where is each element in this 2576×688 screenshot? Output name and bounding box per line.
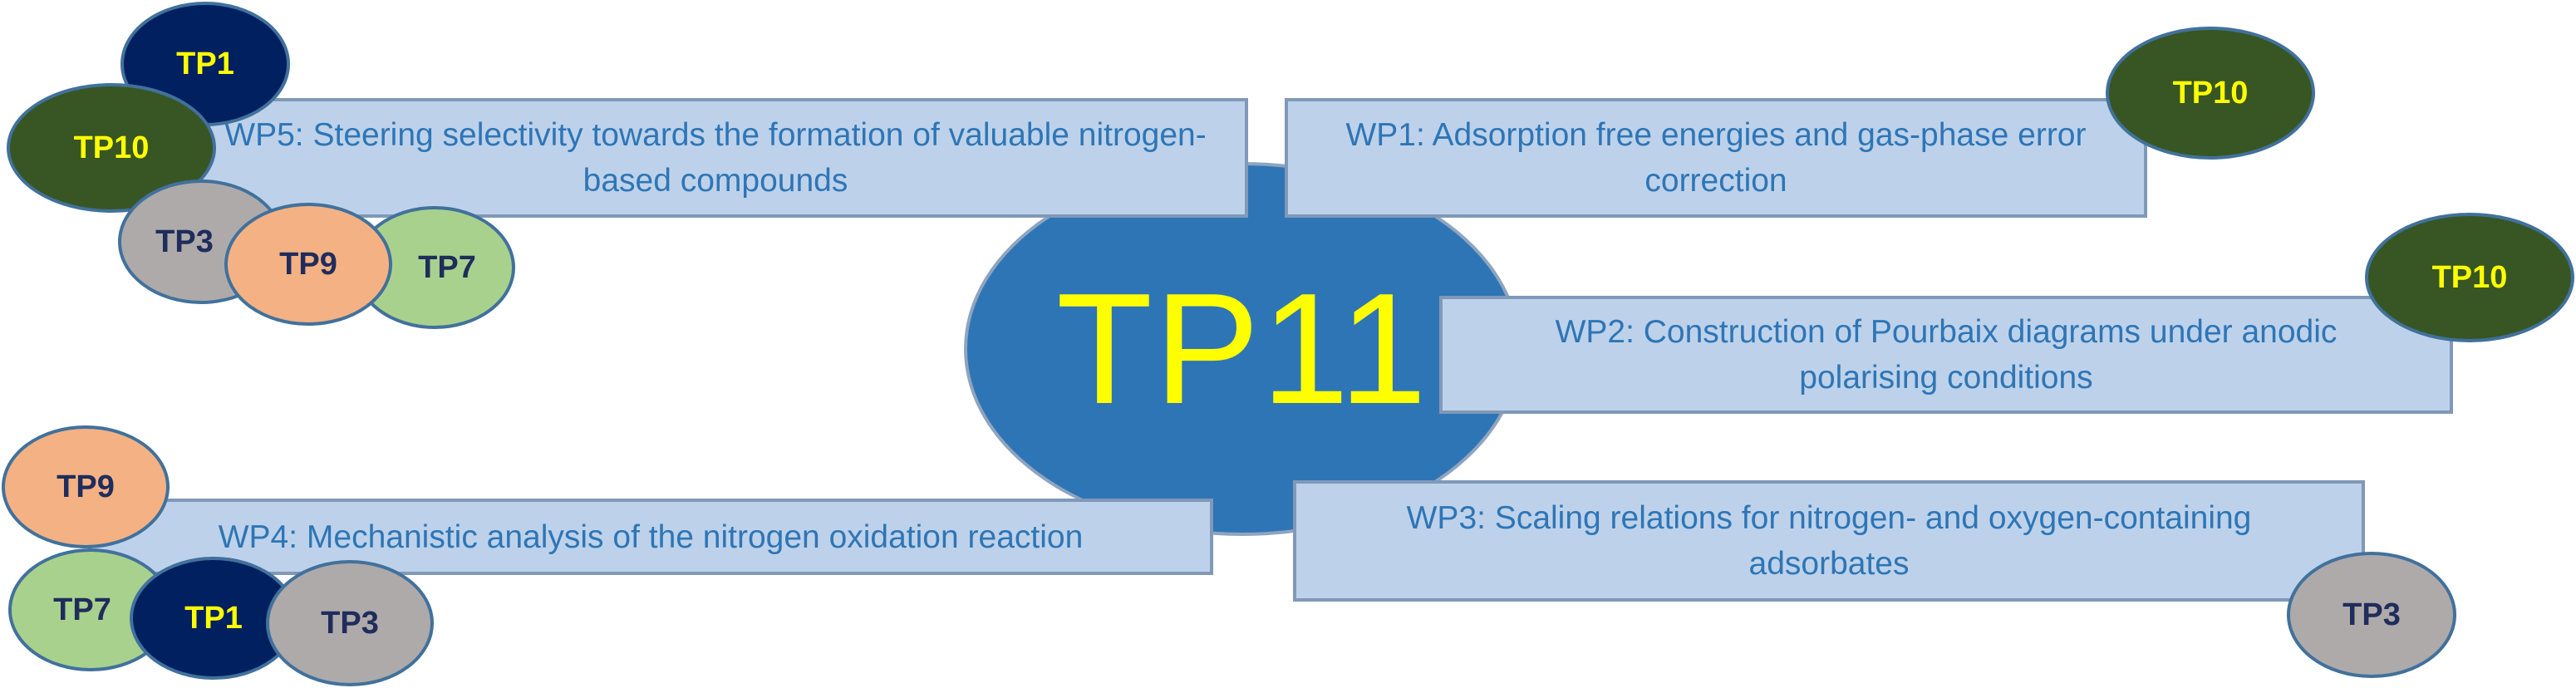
wp4-text: WP4: Mechanistic analysis of the nitroge… [218, 518, 1084, 555]
wp4-tp9-bubble: TP9 [2, 425, 170, 548]
wp2-tp10-bubble: TP10 [2365, 213, 2574, 342]
wp4-tp3-bubble: TP3 [266, 560, 434, 686]
wp2-box: WP2: Construction of Pourbaix diagrams u… [1439, 296, 2453, 414]
wp3-box: WP3: Scaling relations for nitrogen- and… [1293, 480, 2365, 602]
center-label: TP11 [1055, 261, 1429, 437]
wp5-box: WP5: Steering selectivity towards the fo… [183, 98, 1248, 218]
center-ellipse [964, 162, 1521, 536]
wp1-box: WP1: Adsorption free energies and gas-ph… [1285, 98, 2147, 218]
wp3-text: WP3: Scaling relations for nitrogen- and… [1406, 500, 2252, 582]
wp1-tp10-bubble: TP10 [2106, 27, 2315, 160]
wp3-tp3-bubble: TP3 [2287, 552, 2456, 678]
wp4-box: WP4: Mechanistic analysis of the nitroge… [88, 499, 1213, 575]
wp2-text: WP2: Construction of Pourbaix diagrams u… [1555, 314, 2338, 396]
wp5-tp9-bubble: TP9 [224, 203, 392, 326]
wp1-text: WP1: Adsorption free energies and gas-ph… [1345, 117, 2087, 199]
wp5-text: WP5: Steering selectivity towards the fo… [224, 117, 1207, 199]
